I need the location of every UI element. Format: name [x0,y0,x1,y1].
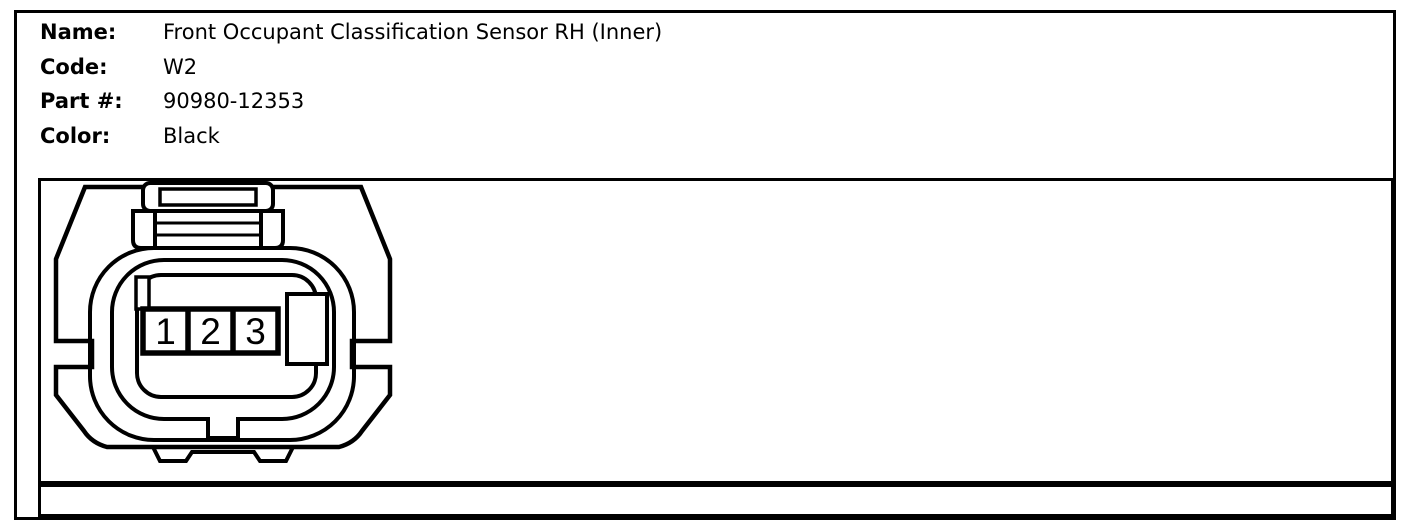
field-name-label: Name: [40,20,117,44]
connector-feet [151,446,295,463]
pin-3-label: 3 [245,311,266,352]
field-code-value: W2 [163,55,198,79]
field-code-label: Code: [40,55,108,79]
field-name: Name: Front Occupant Classification Senso… [40,18,662,46]
pin-1-label: 1 [155,311,176,352]
connector-bottom-notch [206,417,240,440]
footer-frame [38,484,1394,517]
pin-block: 1 2 3 [140,306,281,356]
connector-latch [131,181,285,250]
field-color: Color: Black [40,122,220,150]
pin-2-label: 2 [200,311,221,352]
field-color-label: Color: [40,124,111,148]
connector-left-key [134,275,151,311]
connector-right-key [285,292,329,366]
field-name-value: Front Occupant Classification Sensor RH … [163,20,663,44]
field-part-number-label: Part #: [40,89,123,113]
field-part-number: Part #: 90980-12353 [40,87,304,115]
connector-diagram: 1 2 3 [53,181,393,463]
page-border [14,10,1396,520]
field-part-number-value: 90980-12353 [163,89,305,113]
field-color-value: Black [163,124,220,148]
field-code: Code: W2 [40,53,197,81]
